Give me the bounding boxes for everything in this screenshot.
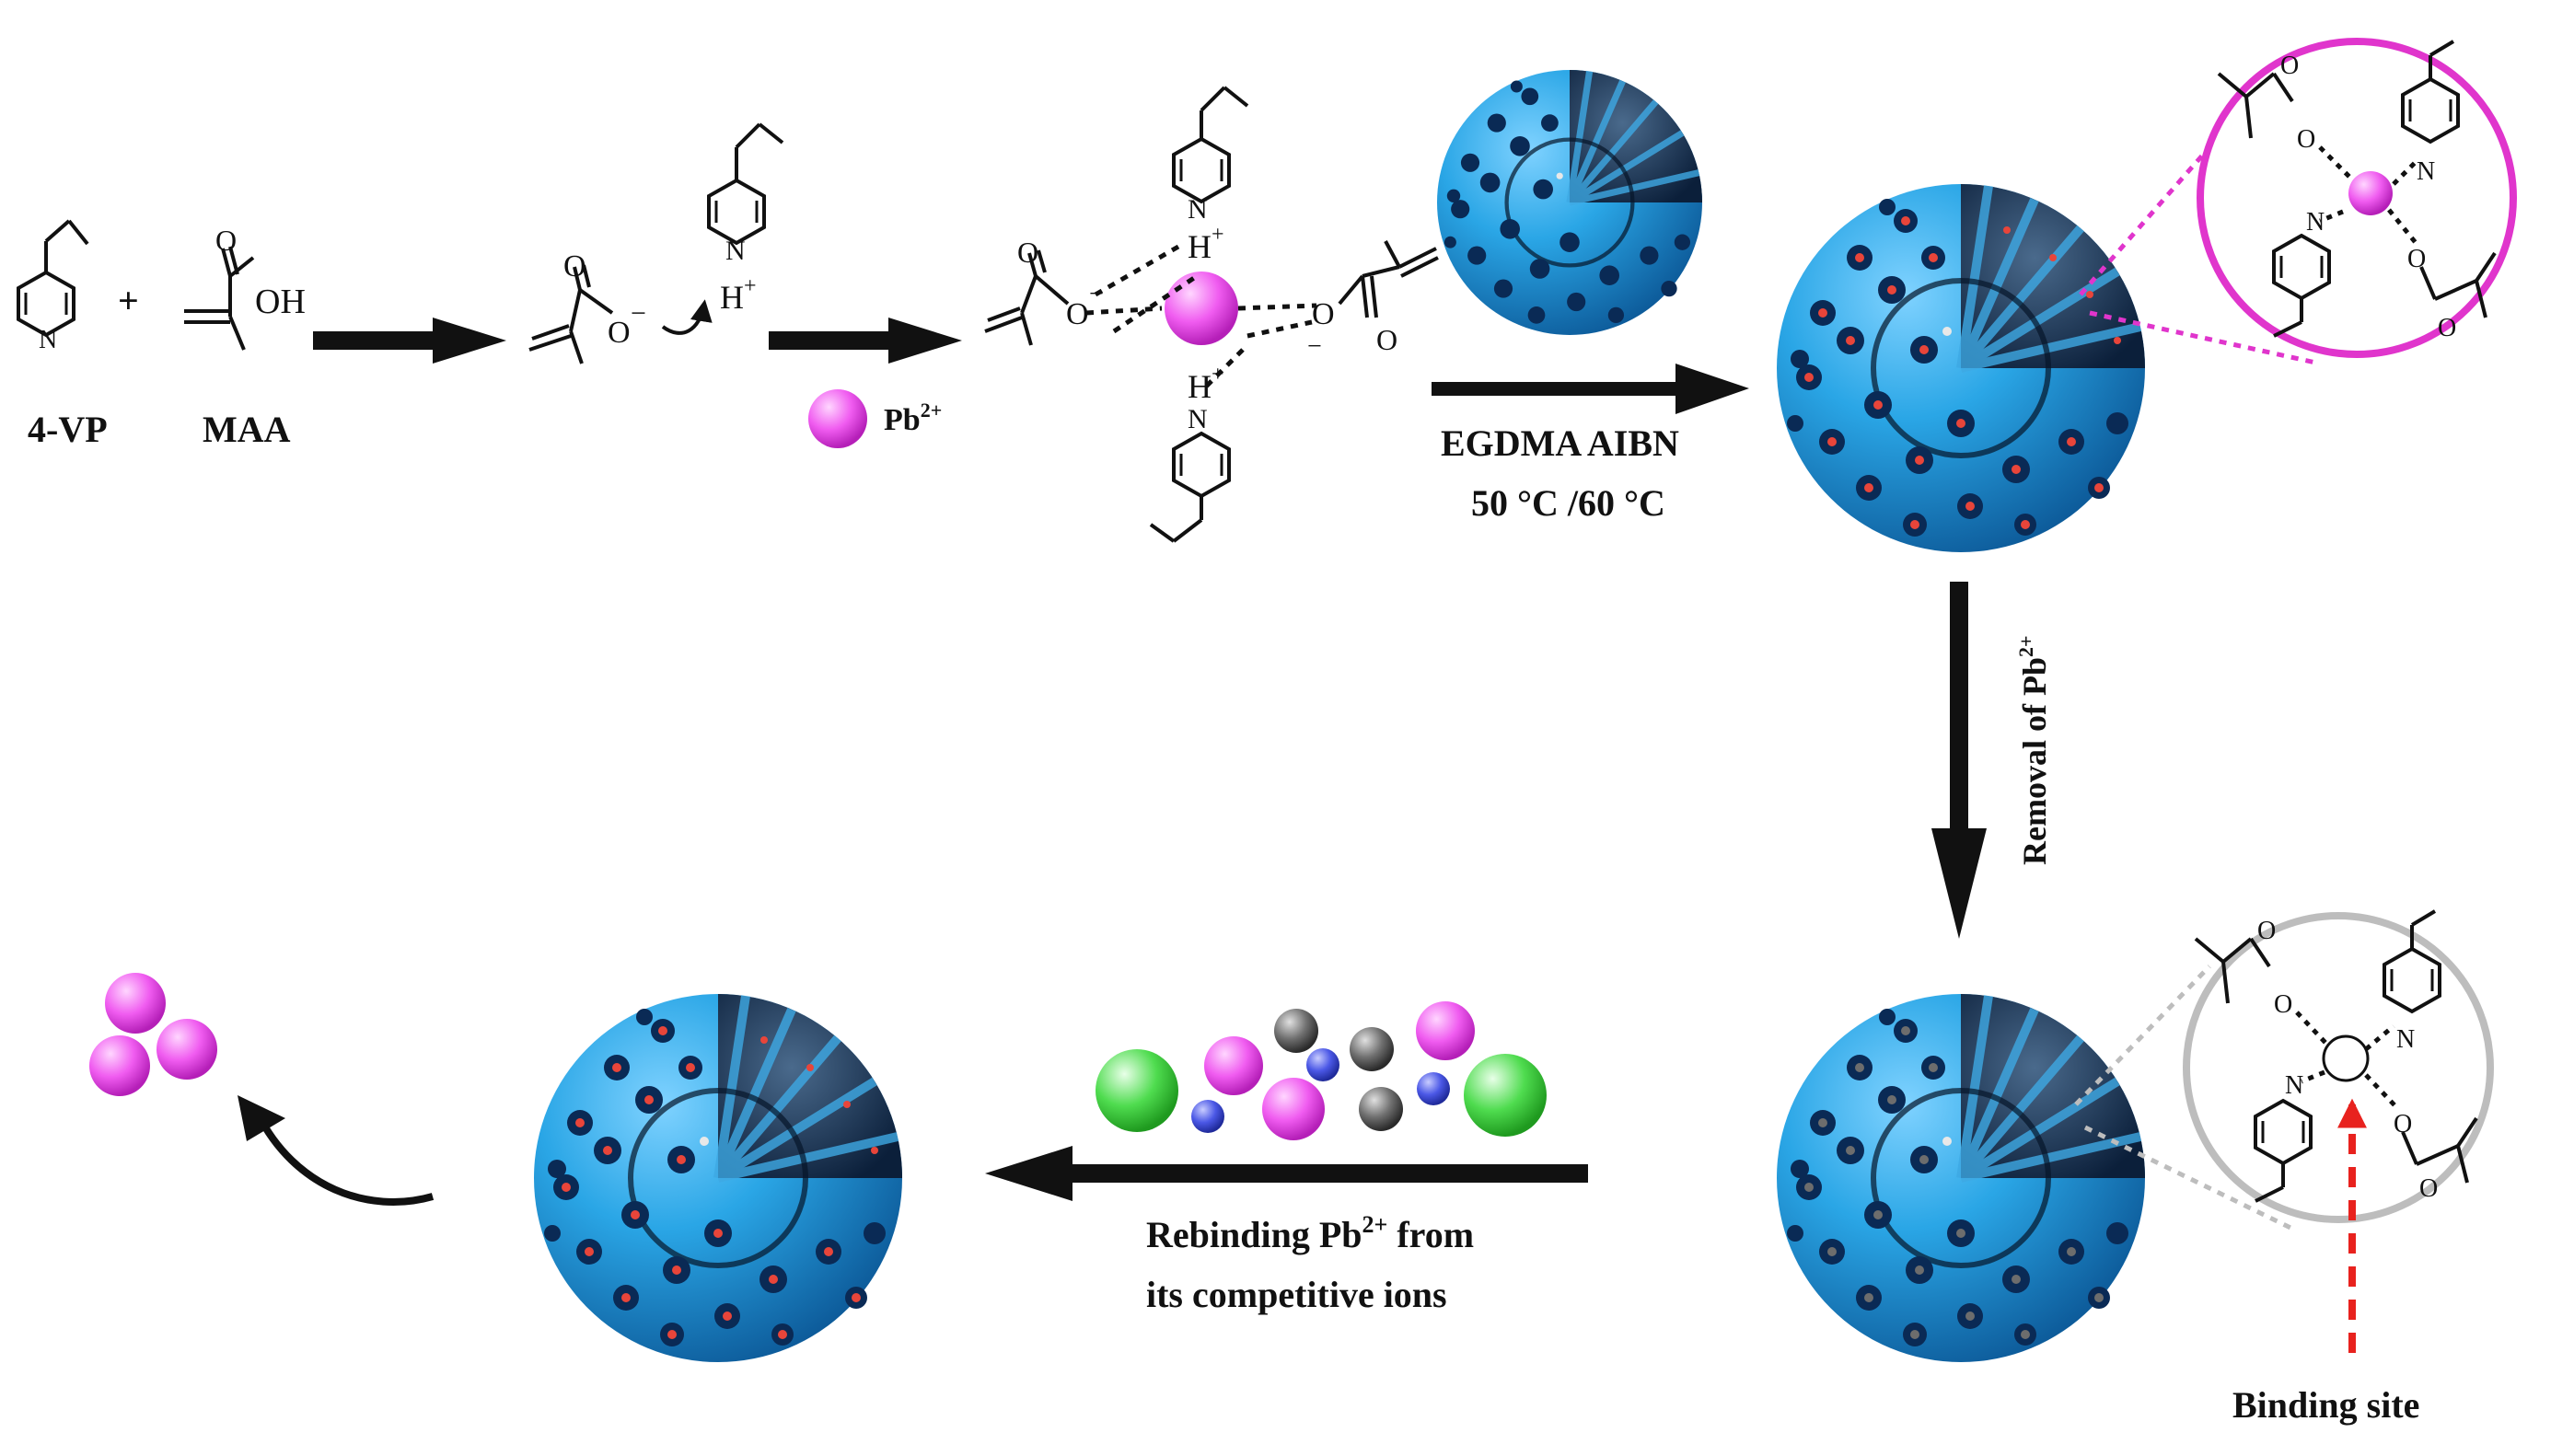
- protonated-nitrogen: N: [725, 236, 746, 266]
- rebinding-arrow: [985, 1146, 1588, 1201]
- complex-bottom-hydrogen: H: [1188, 368, 1212, 405]
- imprinted-sphere-with-pb: [1777, 184, 2145, 552]
- zoom-gray-oxygen-bottom: O: [2419, 1174, 2438, 1203]
- plus-sign: +: [118, 280, 139, 321]
- removal-label: Removal of Pb2+: [2014, 635, 2053, 865]
- maa-carboxylate: [528, 264, 614, 364]
- pb-ion-label: Pb2+: [884, 399, 942, 437]
- zoom-gray-nitrogen-top: N: [2396, 1025, 2415, 1054]
- complex-right-minus-charge: −: [1307, 332, 1322, 361]
- 4-vp-molecule: N: [17, 219, 89, 354]
- pyridinium-hydrogen: H: [720, 279, 744, 316]
- maa-carbonyl-oxygen: O: [215, 224, 237, 257]
- zoom-pb-ion: [2348, 171, 2393, 215]
- proton-transfer-arrow: [661, 299, 713, 335]
- central-pb-ion: [1165, 272, 1238, 345]
- pb-binding-zoom: [2079, 38, 2517, 366]
- zoom-gray-oxygen-top: O: [2257, 917, 2276, 945]
- polymerization-arrow: [1432, 364, 1749, 414]
- template-sphere-small: [1437, 70, 1702, 335]
- pre-assembly-complex: [984, 86, 1439, 543]
- release-curved-arrow: [254, 1112, 435, 1206]
- maa-molecule: [184, 246, 255, 351]
- carboxylate-minus-charge: −: [631, 298, 646, 329]
- released-pb-ion: [89, 1035, 150, 1096]
- protonated-4-vp: [707, 122, 784, 245]
- competitive-ion-gray: [1350, 1027, 1394, 1071]
- zoom-pink-oxygen-left: O: [2297, 125, 2315, 154]
- complex-bottom-nitrogen: N: [1188, 404, 1208, 434]
- binding-site-label: Binding site: [2232, 1384, 2419, 1426]
- complex-bottom-plus-charge: +: [1212, 363, 1224, 387]
- zoom-pink-oxygen-right: O: [2407, 245, 2426, 273]
- competitive-ion-blue: [1191, 1100, 1224, 1133]
- reaction-arrow-1: [313, 318, 506, 364]
- zoom-pink-oxygen-top: O: [2280, 52, 2299, 80]
- complex-right-oxygen: O: [1312, 297, 1335, 331]
- carboxylate-oxygen: O: [608, 316, 631, 350]
- empty-binding-site-zoom: [2074, 909, 2494, 1231]
- complex-top-hydrogen: H: [1188, 228, 1212, 265]
- rebound-sphere: [534, 994, 902, 1362]
- maa-label: MAA: [203, 409, 291, 450]
- competitive-ion-blue: [1417, 1072, 1450, 1105]
- released-pb-ions: [89, 973, 217, 1096]
- polymerization-temperature-label: 50 °C /60 °C: [1471, 482, 1665, 524]
- competitive-ions-group: [1096, 1001, 1547, 1140]
- carboxylate-carbonyl-oxygen: O: [563, 249, 586, 283]
- competitive-ion-green: [1096, 1049, 1178, 1132]
- pb-ion-icon: [808, 389, 867, 448]
- zoom-pink-nitrogen-bottom: N: [2306, 208, 2325, 237]
- released-pb-ion: [157, 1019, 217, 1080]
- complex-left-minus-charge: −: [1089, 280, 1104, 308]
- rebinding-label-line1: Rebinding Pb2+ from: [1146, 1211, 1474, 1255]
- zoom-pink-nitrogen-top: N: [2417, 157, 2435, 186]
- competitive-ion-gray: [1359, 1087, 1403, 1131]
- released-pb-ion: [105, 973, 166, 1034]
- complex-top-nitrogen: N: [1188, 194, 1208, 225]
- zoom-gray-oxygen-left: O: [2274, 990, 2292, 1019]
- 4-vp-label: 4-VP: [28, 409, 108, 450]
- rebinding-label-line2: its competitive ions: [1146, 1274, 1447, 1315]
- removal-arrow: [1931, 582, 1987, 939]
- pb-ion: [1204, 1036, 1263, 1095]
- zoom-pink-oxygen-bottom: O: [2438, 314, 2456, 342]
- polymerization-reagents-label: EGDMA AIBN: [1441, 422, 1679, 464]
- release-arrowhead: [238, 1095, 285, 1141]
- maa-hydroxyl-label: OH: [255, 283, 306, 321]
- imprinted-sphere-empty: [1777, 994, 2145, 1362]
- complex-left-carbonyl-oxygen: O: [1017, 236, 1038, 269]
- zoom-gray-oxygen-right: O: [2394, 1110, 2412, 1138]
- pb-ion: [1262, 1078, 1325, 1140]
- complex-right-carbonyl-oxygen: O: [1376, 323, 1397, 356]
- reaction-arrow-2: [769, 318, 962, 364]
- competitive-ion-gray: [1274, 1009, 1318, 1053]
- pb-ion: [1416, 1001, 1475, 1060]
- complex-left-oxygen: O: [1066, 297, 1089, 331]
- empty-cavity-icon: [2322, 1034, 2370, 1082]
- complex-top-plus-charge: +: [1212, 223, 1224, 247]
- pyridinium-plus-charge: +: [744, 274, 757, 298]
- zoom-gray-nitrogen-bottom: N: [2285, 1071, 2303, 1100]
- vp-nitrogen-atom: N: [39, 326, 57, 354]
- competitive-ion-blue: [1306, 1048, 1339, 1081]
- competitive-ion-green: [1464, 1054, 1547, 1137]
